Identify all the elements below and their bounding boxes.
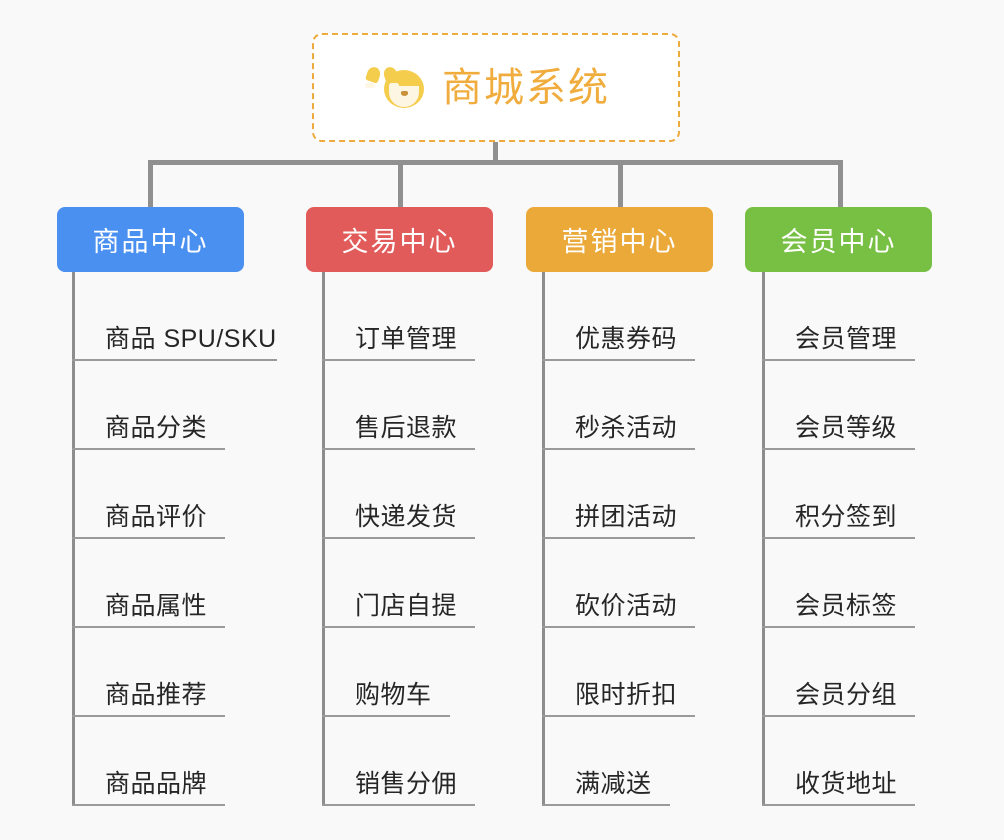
leaf-item[interactable]: 商品品牌 [72, 717, 225, 806]
leaf-item-label: 售后退款 [355, 414, 458, 443]
leaf-item[interactable]: 快递发货 [322, 450, 475, 539]
leaf-item-label: 销售分佣 [355, 770, 458, 799]
leaf-item-label: 会员等级 [795, 414, 898, 443]
leaf-item[interactable]: 砍价活动 [542, 539, 695, 628]
leaf-item-label: 订单管理 [355, 325, 458, 354]
leaf-item[interactable]: 满减送 [542, 717, 670, 806]
leaf-item[interactable]: 商品分类 [72, 361, 225, 450]
leaf-item-label: 会员管理 [795, 325, 898, 354]
leaf-item-label: 砍价活动 [575, 592, 678, 621]
leaf-item[interactable]: 商品评价 [72, 450, 225, 539]
leaf-item[interactable]: 会员等级 [762, 361, 915, 450]
leaf-item-label: 秒杀活动 [575, 414, 678, 443]
leaf-item-label: 商品 SPU/SKU [105, 325, 277, 354]
connector-spine-trade-center [322, 272, 325, 806]
leaf-item-label: 满减送 [575, 770, 652, 799]
leaf-item[interactable]: 订单管理 [322, 272, 475, 361]
connector-spine-product-center [72, 272, 75, 806]
leaf-item-label: 收货地址 [795, 770, 898, 799]
leaf-item[interactable]: 购物车 [322, 628, 450, 717]
category-node-member-center[interactable]: 会员中心 [745, 207, 932, 272]
leaf-item[interactable]: 商品 SPU/SKU [72, 272, 277, 361]
category-label: 商品中心 [92, 227, 209, 257]
connector-drop-member-center [838, 160, 843, 207]
root-node-mall-system[interactable]: 商城系统 [312, 33, 680, 142]
leaf-item[interactable]: 秒杀活动 [542, 361, 695, 450]
leaf-item[interactable]: 商品属性 [72, 539, 225, 628]
leaf-item[interactable]: 积分签到 [762, 450, 915, 539]
root-title: 商城系统 [442, 65, 610, 110]
leaf-item[interactable]: 优惠券码 [542, 272, 695, 361]
category-node-product-center[interactable]: 商品中心 [57, 207, 244, 272]
leaf-item[interactable]: 售后退款 [322, 361, 475, 450]
category-node-trade-center[interactable]: 交易中心 [306, 207, 493, 272]
leaf-item-label: 门店自提 [355, 592, 458, 621]
shiba-dog-face-icon [365, 64, 428, 112]
leaf-item-label: 商品推荐 [105, 681, 208, 710]
category-node-marketing-center[interactable]: 营销中心 [526, 207, 713, 272]
connector-drop-product-center [148, 160, 153, 207]
leaf-item-label: 购物车 [355, 681, 432, 710]
connector-spine-marketing-center [542, 272, 545, 806]
leaf-item-label: 快递发货 [355, 503, 458, 532]
leaf-item[interactable]: 商品推荐 [72, 628, 225, 717]
leaf-item[interactable]: 收货地址 [762, 717, 915, 806]
leaf-item[interactable]: 限时折扣 [542, 628, 695, 717]
category-label: 会员中心 [780, 227, 897, 257]
leaf-item-label: 拼团活动 [575, 503, 678, 532]
leaf-item-label: 商品评价 [105, 503, 208, 532]
leaf-item[interactable]: 会员标签 [762, 539, 915, 628]
connector-drop-marketing-center [618, 160, 623, 207]
leaf-item-label: 商品属性 [105, 592, 208, 621]
leaf-item[interactable]: 会员分组 [762, 628, 915, 717]
leaf-item[interactable]: 会员管理 [762, 272, 915, 361]
connector-spine-member-center [762, 272, 765, 806]
leaf-item-label: 商品分类 [105, 414, 208, 443]
leaf-item-label: 优惠券码 [575, 325, 678, 354]
leaf-item-label: 限时折扣 [575, 681, 678, 710]
leaf-item[interactable]: 销售分佣 [322, 717, 475, 806]
connector-drop-trade-center [398, 160, 403, 207]
leaf-item-label: 会员标签 [795, 592, 898, 621]
leaf-item-label: 会员分组 [795, 681, 898, 710]
category-label: 交易中心 [341, 227, 458, 257]
leaf-item[interactable]: 门店自提 [322, 539, 475, 628]
leaf-item-label: 商品品牌 [105, 770, 208, 799]
connector-root-stem [493, 142, 498, 164]
leaf-item[interactable]: 拼团活动 [542, 450, 695, 539]
connector-horizontal-bar [148, 160, 838, 165]
leaf-item-label: 积分签到 [795, 503, 898, 532]
category-label: 营销中心 [561, 227, 678, 257]
